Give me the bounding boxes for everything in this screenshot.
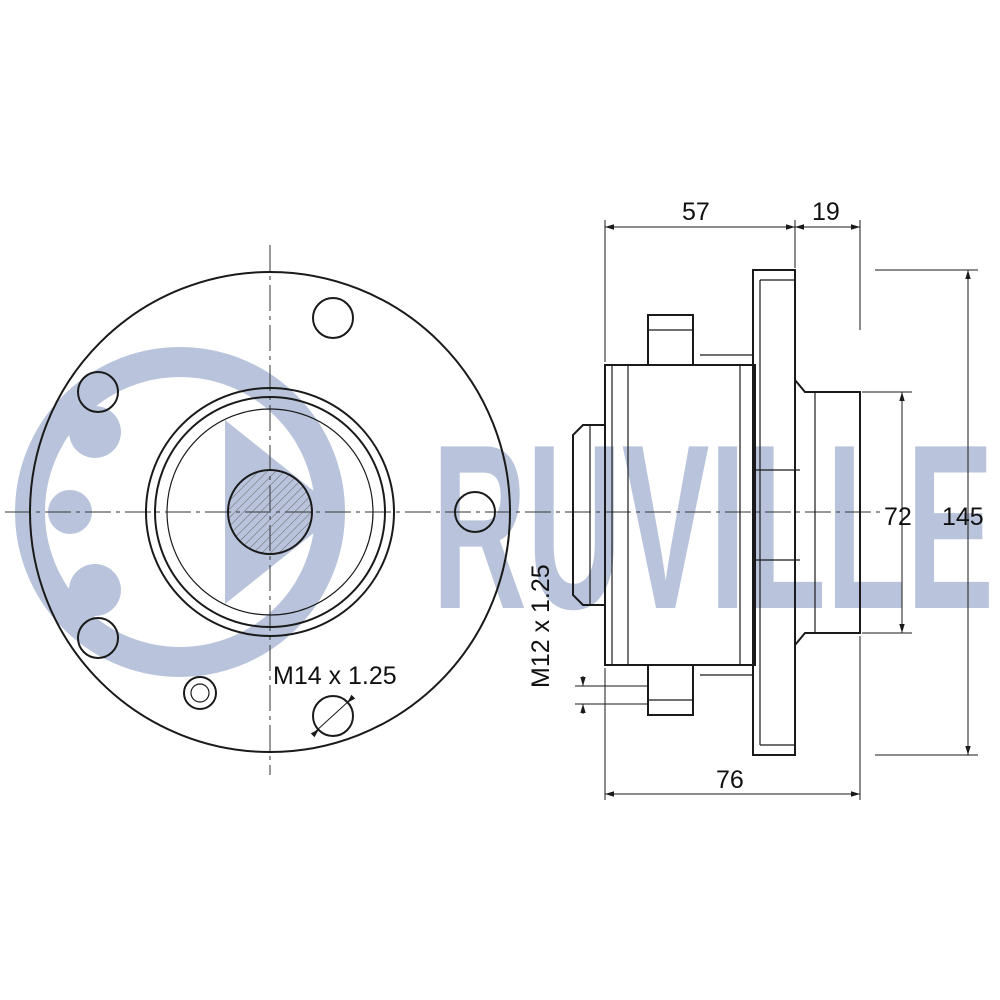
dimension-57: 57 (604, 198, 796, 362)
dimension-76-label: 76 (716, 766, 744, 794)
side-view: M12 x 1.25 (527, 269, 861, 756)
hub-recess-ring (166, 408, 374, 616)
bolt-hole-right (454, 491, 496, 533)
axle-thread-label: M12 x 1.25 (527, 564, 555, 688)
dimension-76: 76 (604, 636, 861, 800)
bolt-hole-top (312, 297, 354, 339)
axle-bore (227, 469, 313, 555)
side-sensor-stub (572, 424, 605, 606)
dimension-145: 145 (875, 269, 984, 756)
bolt-hole-upper-left (77, 371, 119, 413)
dimension-57-label: 57 (682, 198, 710, 226)
dimension-72: 72 (862, 391, 912, 634)
bolt-hole-lower-left (77, 617, 119, 659)
hub-inner-ring (154, 396, 386, 628)
hub-outer-ring (145, 387, 395, 637)
threaded-hole (310, 694, 356, 738)
dimension-19: 19 (795, 198, 861, 330)
locating-pin (183, 676, 217, 710)
side-flange (752, 269, 796, 756)
side-pilot-boss (794, 379, 861, 646)
dimension-72-label: 72 (884, 503, 912, 531)
dimension-19-label: 19 (812, 198, 840, 226)
front-view: M14 x 1.25 (5, 245, 880, 775)
side-mounting-ear (647, 314, 694, 716)
dimension-145-label: 145 (942, 503, 984, 531)
side-bearing-body (604, 364, 756, 666)
wheel-bolt-thread-label: M14 x 1.25 (273, 662, 397, 690)
flange-outline (29, 271, 511, 753)
